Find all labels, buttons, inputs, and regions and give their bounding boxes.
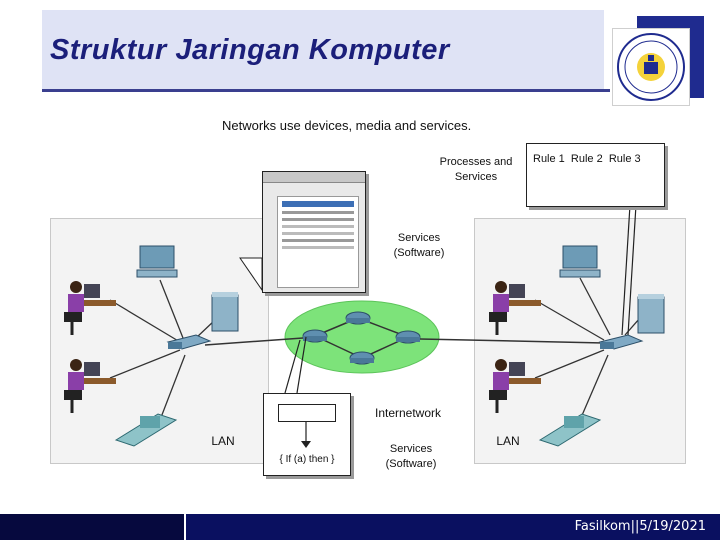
diagram-heading: Networks use devices, media and services… [222,118,472,133]
lan-left-label: LAN [211,434,235,448]
user-workstation-icon-3 [489,281,541,335]
rules-callout: Rule 1 Rule 2 Rule 3 [526,143,665,207]
user-workstation-icon-2 [64,359,116,413]
ip-phone-icon-right [538,413,602,447]
user-workstation-icon-4 [489,359,541,413]
internetwork-label: Internetwork [374,406,442,420]
server-icon-left [211,292,239,332]
services-software-bottom-label: Services (Software) [385,443,437,470]
processes-services-label: Processes and Services [439,156,513,183]
footer-left-block [0,514,186,540]
router-icon-3 [395,330,421,344]
router-icon-4 [349,351,375,365]
internetwork-cloud [284,300,440,374]
browser-callout-pointer [239,257,263,292]
title-banner [42,10,604,90]
switch-icon-right [598,334,644,350]
code-text: { If (a) then } [279,454,335,465]
rules-text: Rule 1 Rule 2 Rule 3 [533,153,641,165]
router-icon-2 [302,329,328,343]
lan-right-label: LAN [496,434,520,448]
title-underline [42,89,610,92]
web-browser-window [262,171,366,293]
server-icon-right [637,294,665,334]
slide-title: Struktur Jaringan Komputer [50,34,450,66]
software-code-callout: { If (a) then } [263,393,351,476]
services-software-top-label: Services (Software) [393,232,445,259]
user-workstation-icon-1 [64,281,116,335]
footer-text: Fasilkom||5/19/2021 [574,519,706,534]
desktop-icon-left [136,245,178,278]
code-input-box [278,404,336,422]
ip-phone-icon-left [114,413,178,447]
switch-icon-left [166,334,212,350]
router-icon-1 [345,311,371,325]
desktop-icon-right [559,245,601,278]
university-logo [612,28,690,106]
